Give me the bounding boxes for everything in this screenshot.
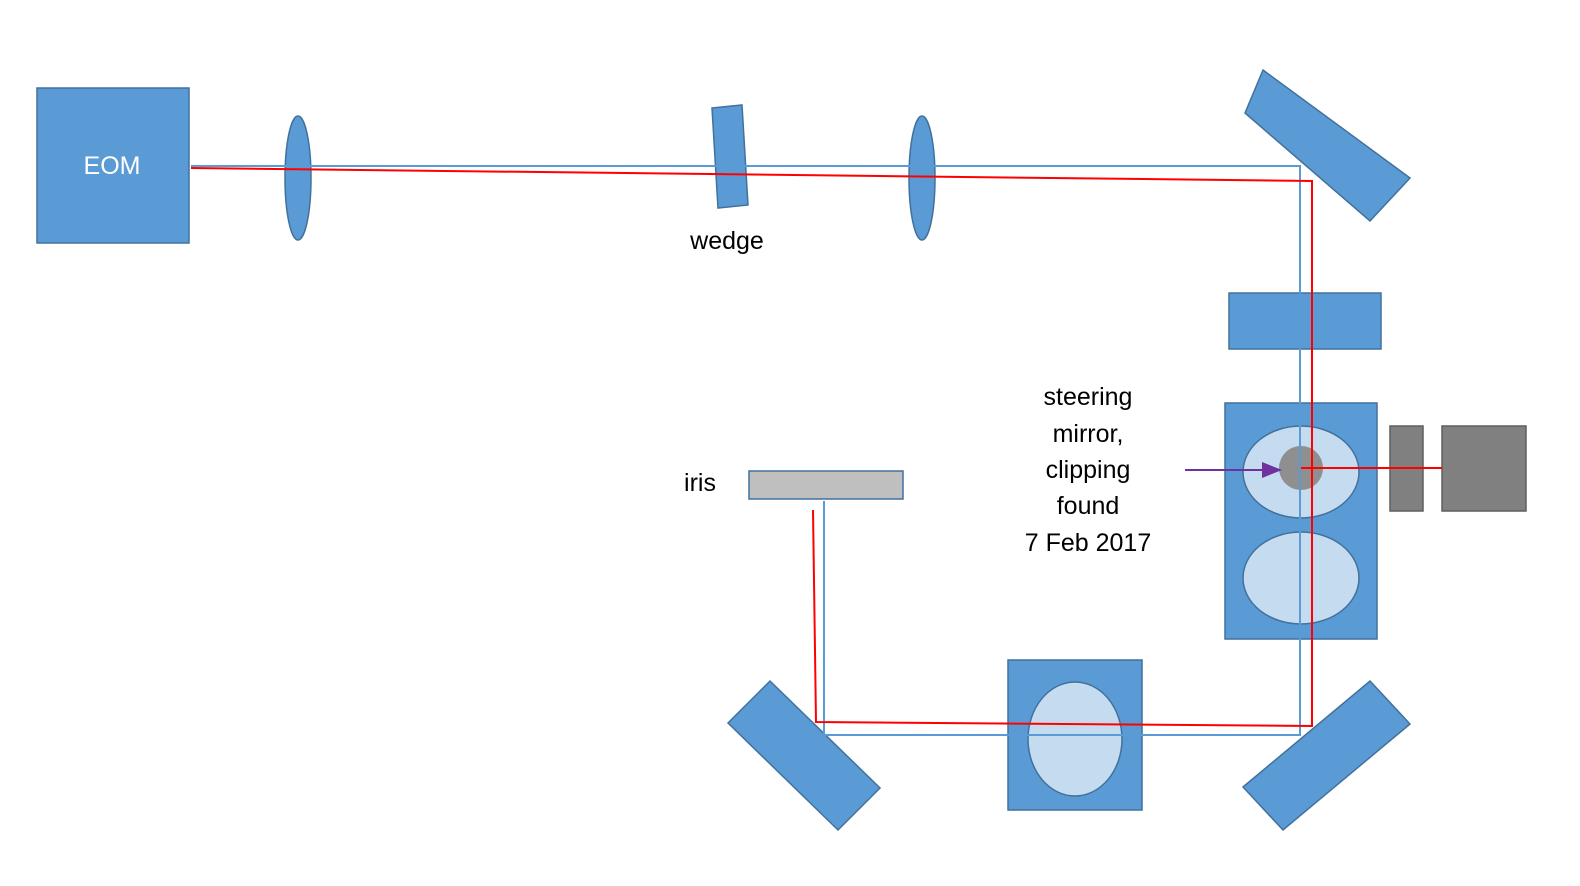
lens-1 xyxy=(284,115,312,241)
iris-label: iris xyxy=(684,469,716,497)
mirror-top-right xyxy=(1244,68,1412,223)
note-line-5: 7 Feb 2017 xyxy=(1025,529,1152,557)
note-line-3: clipping xyxy=(1046,456,1131,484)
iris xyxy=(748,470,904,500)
eom-box: EOM xyxy=(36,87,190,244)
mirror-bottom-right xyxy=(1241,679,1412,832)
note-line-4: found xyxy=(1057,492,1120,520)
mirror-bottom-left xyxy=(726,679,882,832)
note-line-2: mirror, xyxy=(1053,420,1124,448)
lens-2 xyxy=(908,115,936,241)
wedge xyxy=(711,104,749,209)
bottom-mount-hole xyxy=(1027,681,1123,797)
steering-mirror-note: steering mirror, clipping found 7 Feb 20… xyxy=(1025,383,1152,557)
note-line-1: steering xyxy=(1044,383,1133,411)
detector-large xyxy=(1441,425,1527,512)
plate-right xyxy=(1228,292,1382,350)
eom-label: EOM xyxy=(84,152,141,180)
wedge-label: wedge xyxy=(689,227,764,255)
beam-blue xyxy=(191,165,1301,736)
beam-red xyxy=(190,167,1313,728)
